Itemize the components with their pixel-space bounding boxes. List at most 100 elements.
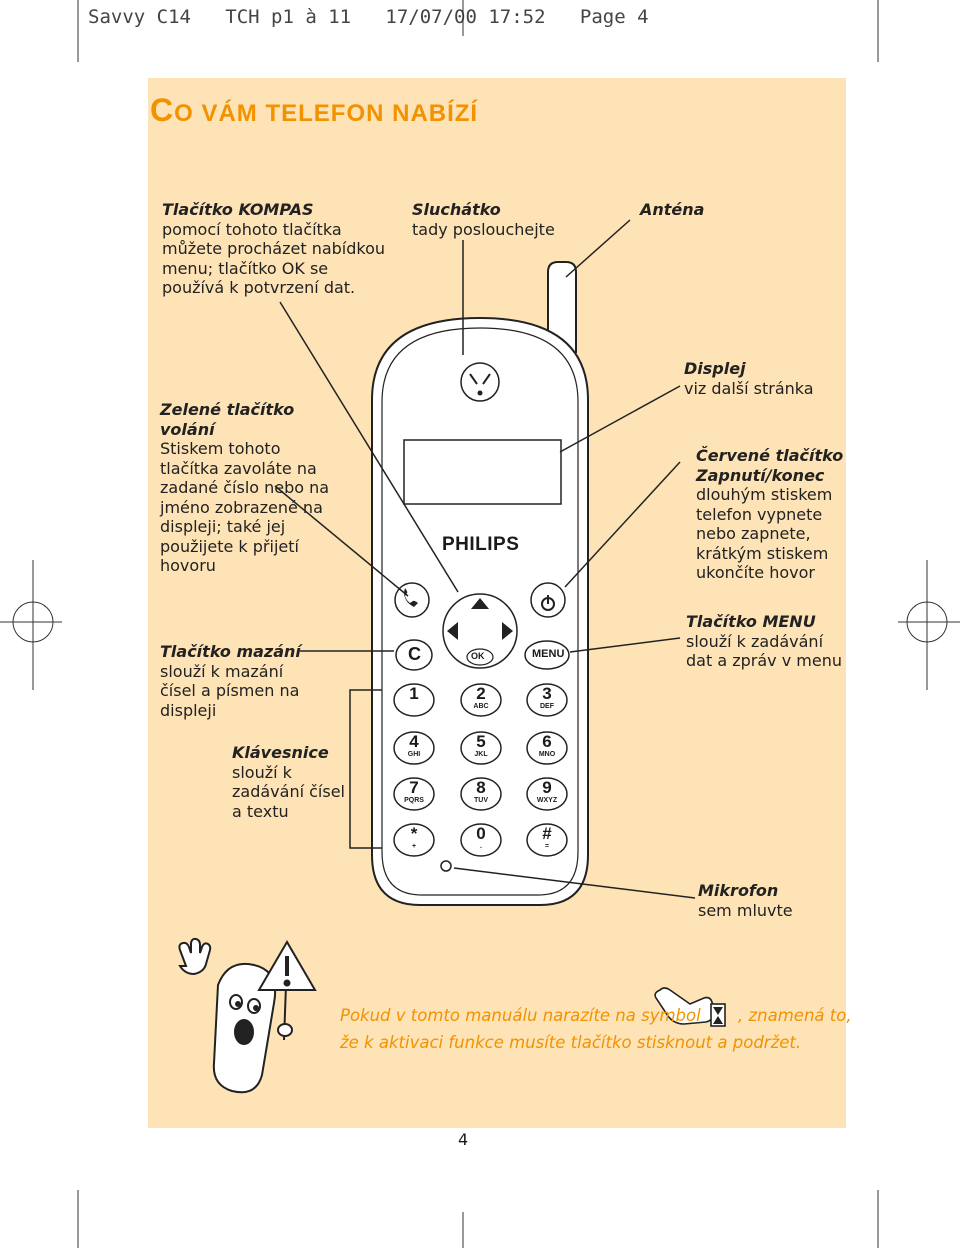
keypad-key-letters: MNO [538,751,556,758]
title-rest: O VÁM TELEFON NABÍZÍ [174,100,479,127]
note-line-2: že k aktivaci funkce musíte tlačítko sti… [340,1033,802,1052]
label-green-text: Stiskem tohoto [160,439,281,458]
label-displej: Displej viz další stránka [684,359,814,398]
label-displej-heading: Displej [684,359,746,378]
label-sluchatko-heading: Sluchátko [412,200,501,219]
label-red-text: nebo zapnete, [696,524,811,543]
label-antena: Anténa [640,200,704,220]
label-mazani-heading: Tlačítko mazání [160,642,301,661]
keypad-key-letters: PQRS [404,797,424,804]
label-klavesnice: Klávesnice slouží k zadávání čísel a tex… [232,743,345,821]
keypad-key-number: 1 [409,684,419,703]
label-antena-heading: Anténa [640,200,705,219]
page-title: CO VÁM TELEFON NABÍZÍ [150,92,478,129]
label-red-text: telefon vypnete [696,504,823,524]
label-mazani-text: slouží k mazání [160,661,284,681]
label-mikrofon-text: sem mluvte [698,900,793,920]
label-red-text: dlouhým stiskem [696,485,833,504]
label-green-text: použijete k přijetí [160,536,299,556]
keypad-key-shape [393,823,435,857]
label-green-heading: volání [160,419,215,439]
cartoon-phone-mascot-icon [178,937,317,1094]
label-kompas-heading: Tlačítko KOMPAS [162,200,314,219]
press-and-hold-symbol-icon [654,987,726,1027]
label-menu-text: dat a zpráv v menu [686,651,842,670]
label-green-text: tlačítka zavoláte na [160,458,317,478]
label-klavesnice-text: zadávání čísel [232,782,345,801]
label-menu: Tlačítko MENU slouží k zadávání dat a zp… [686,612,842,671]
label-green-button: Zelené tlačítko volání Stiskem tohoto tl… [160,400,329,576]
label-klavesnice-text: a textu [232,801,289,821]
label-kompas-text: používá k potvrzení dat. [162,278,356,297]
microphone [440,860,452,872]
clear-key-label: C [408,644,421,664]
keypad-key-number: 5 [476,732,486,751]
label-green-text: hovoru [160,556,216,575]
keypad-key-shape [460,683,502,717]
keypad-key-shape [526,777,568,811]
label-red-heading: Červené tlačítko [696,446,844,465]
display-screen [403,439,562,505]
leader-lines [274,219,696,899]
keypad-key-number: 3 [542,684,552,703]
keypad-key-shape [526,683,568,717]
keypad-key-number: 6 [542,732,552,751]
keypad-keys [393,683,568,857]
label-klavesnice-text: slouží k [232,762,292,782]
label-sluchatko-text: tady poslouchejte [412,219,555,239]
label-red-text: ukončíte hovor [696,563,815,582]
label-mazani-text: displeji [160,700,217,720]
note-line-1b: , znamená to, [738,1006,852,1025]
keypad-key-letters: JKL [474,751,488,758]
keypad-key-shape [460,777,502,811]
label-mikrofon: Mikrofon sem mluvte [698,881,793,920]
note-line-1a: Pokud v tomto manuálu narazíte na symbol [340,1006,701,1025]
keypad-key-number: 4 [409,732,419,751]
label-mikrofon-heading: Mikrofon [698,881,779,900]
label-kompas-text: menu; tlačítko OK se [162,258,329,278]
label-klavesnice-heading: Klávesnice [232,743,329,762]
label-kompas-text: pomocí tohoto tlačítka [162,219,342,239]
label-green-heading: Zelené tlačítko [160,400,295,419]
keypad-key-shape [526,823,568,857]
green-call-button [394,582,430,618]
keypad-key-number: # [542,824,552,843]
keypad-key-number: 0 [476,824,486,843]
keypad-key-letters: ABC [473,703,489,710]
earpiece [460,362,500,402]
print-header: Savvy C14 TCH p1 à 11 17/07/00 17:52 Pag… [88,6,649,28]
label-red-button: Červené tlačítko Zapnutí/konec dlouhým s… [696,446,843,583]
keypad-key-number: 8 [476,778,486,797]
keypad-key-shape [526,731,568,765]
keypad-key-letters: DEF [540,703,554,710]
label-green-text: displeji; také jej [160,517,286,536]
menu-key-label: MENU [532,648,565,660]
label-menu-text: slouží k zadávání [686,631,824,651]
title-initial: C [150,92,175,128]
menu-key [524,640,570,670]
page-number: 4 [458,1130,469,1149]
keypad-key-number: 2 [476,684,486,703]
red-end-button [530,582,566,618]
label-kompas-text: můžete procházet nabídkou [162,239,386,258]
keypad-key-shape [393,683,435,717]
keypad-key-letters: TUV [474,797,488,804]
keypad-key-letters: = [544,843,550,850]
keypad-key-letters: GHI [407,751,421,758]
keypad-key-number: 7 [409,778,419,797]
keypad-key-shape [393,777,435,811]
label-kompas: Tlačítko KOMPAS pomocí tohoto tlačítka m… [162,200,385,298]
label-red-text: krátkým stiskem [696,543,829,563]
keypad-key-shape [460,823,502,857]
antenna [547,261,577,353]
label-red-heading: Zapnutí/konec [696,465,825,485]
clear-key [395,639,433,671]
label-mazani-text: čísel a písmen na [160,681,300,700]
label-sluchatko: Sluchátko tady poslouchejte [412,200,555,239]
keypad-key-letters: . [480,843,482,850]
label-green-text: zadané číslo nebo na [160,478,330,497]
ok-label: OK [471,651,485,661]
label-displej-text: viz další stránka [684,378,814,398]
